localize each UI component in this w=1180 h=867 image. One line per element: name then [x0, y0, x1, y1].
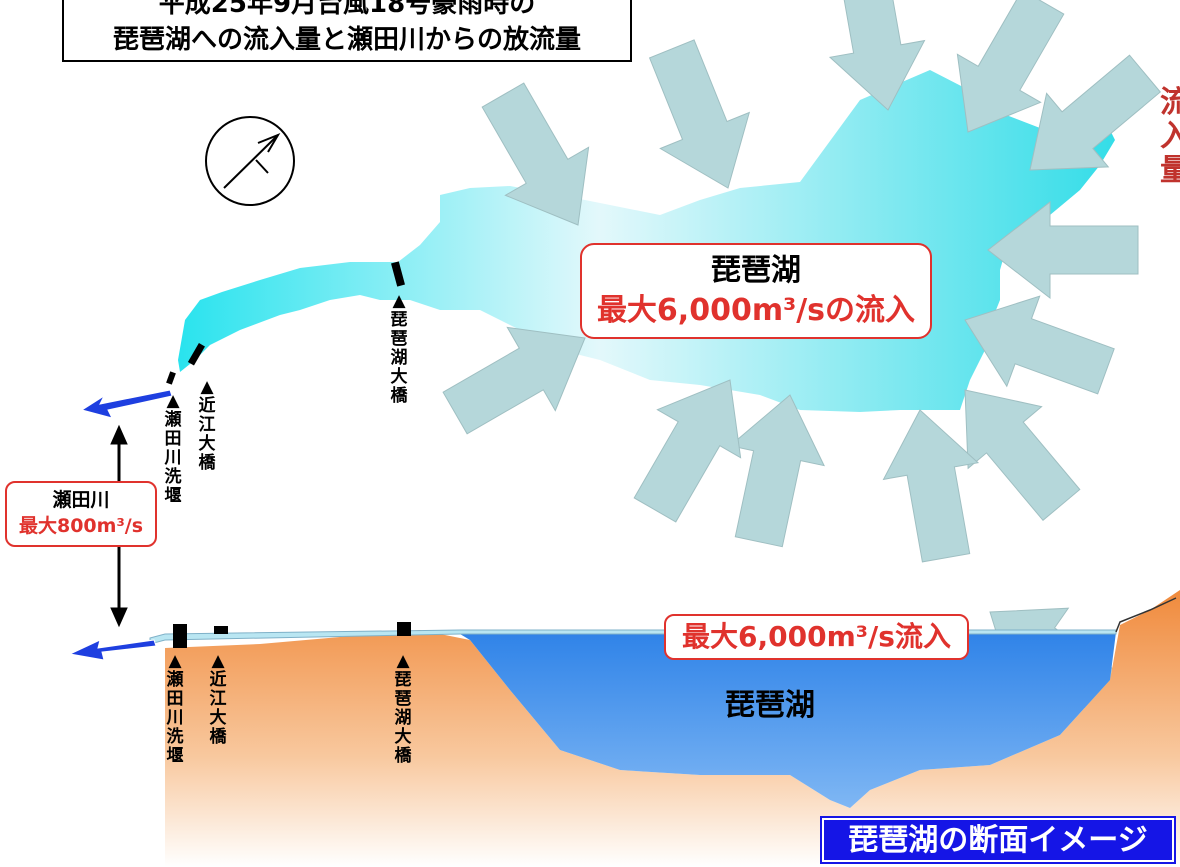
section-marker-biwako-bridge: ▲琵琶湖大橋: [394, 651, 412, 766]
inflow-arrow: [964, 295, 1115, 395]
seta-river-label: 瀬田川 最大800m³/s: [5, 481, 157, 547]
section-marker-seta-weir: ▲瀬田川洗堰: [166, 651, 184, 766]
section-inflow-label: 最大6,000m³/s流入: [664, 614, 969, 660]
inflow-arrows: [442, 0, 1162, 719]
land-edge: [1115, 597, 1177, 633]
section-marker-ohmi-bridge: ▲近江大橋: [209, 651, 227, 747]
ground-section: [165, 590, 1180, 867]
map-marker-biwako-bridge: ▲琵琶湖大橋: [390, 291, 408, 406]
inflow-arrow: [729, 394, 825, 548]
inflow-arrow: [481, 82, 590, 226]
title-line-2: 琵琶湖への流入量と瀬田川からの放流量: [112, 25, 581, 55]
lake-inflow-value: 最大6,000m³/sの流入: [596, 293, 916, 328]
inflow-arrow: [956, 0, 1065, 133]
map-marker-seta-weir: ▲瀬田川洗堰: [164, 391, 182, 506]
compass-icon: [205, 116, 295, 206]
outflow-arrow-section: [68, 639, 157, 661]
edge-text: 流入量: [1160, 86, 1180, 188]
water-section: [460, 632, 1116, 808]
inflow-arrow: [882, 409, 980, 563]
outflow-arrow-map: [80, 389, 173, 419]
lake-inflow-label: 琵琶湖 最大6,000m³/sの流入: [580, 243, 932, 339]
section-caption: 琵琶湖の断面イメージ: [820, 816, 1176, 864]
inflow-arrow: [633, 379, 742, 523]
section-lake-name: 琵琶湖: [725, 688, 815, 723]
seta-river-outflow: 最大800m³/s: [18, 515, 144, 537]
biwako-bridge-mark: [391, 261, 405, 287]
title-line-1: 平成25年9月台風18号豪雨時の: [158, 0, 536, 19]
ohmi-bridge-mark: [187, 342, 205, 366]
ohmi-bridge-block: [214, 626, 228, 634]
seta-weir-block: [173, 624, 187, 648]
seta-river-name: 瀬田川: [52, 489, 110, 511]
diagram-title: 平成25年9月台風18号豪雨時の 琵琶湖への流入量と瀬田川からの放流量: [62, 0, 632, 62]
inflow-arrow: [442, 326, 586, 435]
seta-weir-mark: [166, 371, 176, 385]
lake-name: 琵琶湖: [711, 253, 801, 288]
inflow-arrow: [964, 389, 1081, 522]
map-marker-ohmi-bridge: ▲近江大橋: [198, 377, 216, 473]
inflow-arrow: [987, 200, 1139, 300]
inflow-arrow: [828, 0, 926, 111]
inflow-arrow: [1029, 54, 1162, 171]
inflow-arrow: [648, 39, 751, 189]
biwako-bridge-block: [397, 622, 411, 636]
